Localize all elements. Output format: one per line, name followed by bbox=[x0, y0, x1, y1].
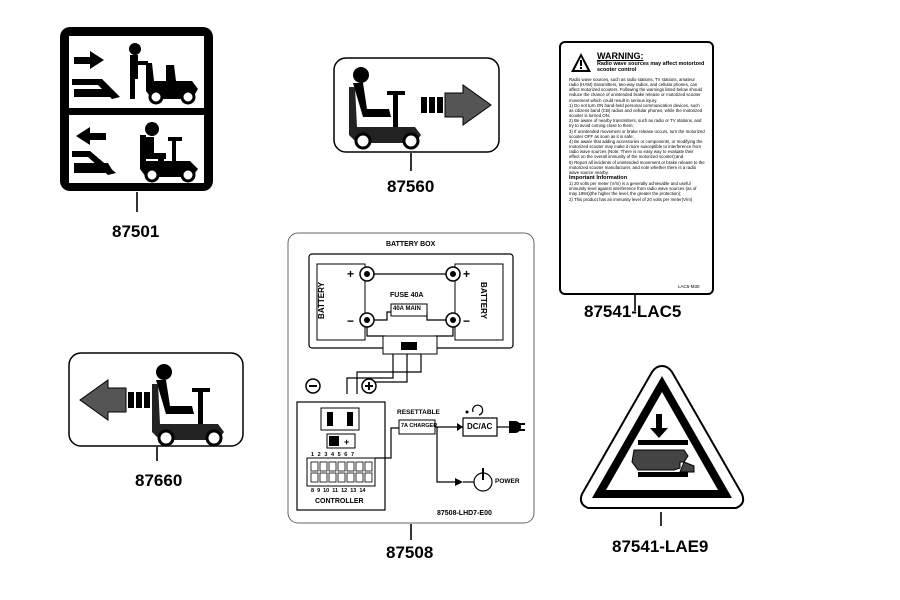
pin-number: 7 bbox=[350, 452, 354, 458]
pin-number: 3 bbox=[324, 452, 328, 458]
charger-fuse-label: 7A CHARGER bbox=[401, 423, 438, 429]
svg-text:−: − bbox=[347, 314, 354, 328]
warning-item: 5) Report all incidents of unintended mo… bbox=[569, 159, 705, 175]
resettable-label: RESETTABLE bbox=[397, 409, 440, 416]
leader-line bbox=[136, 192, 138, 212]
leader-line bbox=[634, 295, 636, 311]
seated-person-scooter-icon bbox=[152, 364, 224, 447]
fuse-box-label: 40A MAIN bbox=[393, 306, 421, 312]
seated-person-scooter-icon bbox=[140, 122, 198, 183]
fuse-title: FUSE 40A bbox=[390, 292, 424, 299]
terminal-icon bbox=[359, 312, 375, 328]
decal-87660 bbox=[68, 352, 244, 447]
warning-icon bbox=[570, 52, 592, 74]
battery-label-left: BATTERY bbox=[316, 282, 326, 319]
plug-icon bbox=[509, 421, 525, 433]
terminal-icon bbox=[445, 266, 461, 282]
lever-icon bbox=[72, 151, 116, 175]
svg-text:+: + bbox=[347, 267, 354, 281]
lever-icon bbox=[72, 79, 120, 99]
warning-item: 2) Be aware of nearby transmitters, such… bbox=[569, 118, 702, 129]
part-number-87541-lae9: 87541-LAE9 bbox=[612, 537, 709, 556]
important-heading: Important Information bbox=[569, 174, 628, 181]
decal-87508: + − + − + bbox=[287, 232, 535, 524]
decal-code: 87508-LHD7-E00 bbox=[437, 510, 492, 517]
warning-paragraph: Radio wave sources, such as radio statio… bbox=[569, 77, 702, 103]
part-number-87508: 87508 bbox=[386, 543, 434, 562]
svg-text:+: + bbox=[344, 437, 349, 447]
battery-label-right: BATTERY bbox=[478, 282, 488, 319]
part-number-87541-lac5: 87541-LAC5 bbox=[584, 302, 682, 321]
positive-terminal-icon bbox=[361, 378, 377, 394]
terminal-icon bbox=[445, 312, 461, 328]
svg-text:−: − bbox=[463, 314, 470, 328]
pin-number: 11 bbox=[332, 488, 339, 494]
warning-code: LAC5-M30 bbox=[678, 284, 700, 289]
warning-body: Radio wave sources, such as radio statio… bbox=[569, 77, 705, 202]
decal-87501 bbox=[60, 27, 213, 191]
warning-item: 3) If unintended movement or brake relea… bbox=[569, 128, 705, 139]
dcac-label: DC/AC bbox=[467, 422, 493, 431]
controller-label: CONTROLLER bbox=[315, 498, 364, 505]
warning-subheading: Radio wave sources may affect motorized … bbox=[597, 61, 705, 73]
decal-87560 bbox=[333, 57, 500, 153]
important-item: 2) This product has an immunity level of… bbox=[569, 196, 693, 202]
pin-number: 2 bbox=[317, 452, 321, 458]
part-number-87501: 87501 bbox=[112, 222, 160, 241]
terminal-icon bbox=[359, 266, 375, 282]
leader-line bbox=[156, 447, 158, 461]
decal-87541-lac5 bbox=[559, 41, 714, 295]
arrow-left-icon bbox=[79, 379, 150, 421]
pin-numbers-bottom: 8 9 10 11 12 13 14 bbox=[311, 488, 365, 494]
reset-icon bbox=[465, 404, 484, 416]
pin-number: 9 bbox=[317, 488, 321, 494]
hand-crush-icon bbox=[631, 414, 695, 477]
pin-number: 14 bbox=[359, 488, 366, 494]
leader-line bbox=[660, 512, 662, 526]
pin-number: 13 bbox=[350, 488, 357, 494]
part-number-87660: 87660 bbox=[135, 471, 183, 490]
arrow-left-icon bbox=[76, 127, 106, 145]
decal-87541-lae9 bbox=[576, 362, 748, 512]
pin-number: 12 bbox=[341, 488, 348, 494]
pin-numbers-top: 1 2 3 4 5 6 7 bbox=[311, 452, 354, 458]
person-pushing-scooter-icon bbox=[129, 43, 198, 105]
arrow-right-icon bbox=[421, 84, 492, 126]
pin-number: 5 bbox=[337, 452, 341, 458]
warning-item: 4) Be aware that adding accessories or c… bbox=[569, 138, 703, 160]
battery-box-title: BATTERY BOX bbox=[386, 241, 436, 248]
seated-person-scooter-icon bbox=[349, 67, 421, 150]
svg-text:+: + bbox=[463, 267, 470, 281]
leader-line bbox=[410, 153, 412, 171]
leader-line bbox=[410, 524, 412, 540]
pin-number: 1 bbox=[311, 452, 315, 458]
arrow-right-icon bbox=[74, 51, 104, 69]
warning-item: 1) Do not turn ON hand-held personal com… bbox=[569, 102, 703, 119]
part-number-87560: 87560 bbox=[387, 177, 435, 196]
warning-heading: WARNING: bbox=[597, 51, 644, 61]
pin-number: 10 bbox=[323, 488, 330, 494]
pin-number: 4 bbox=[330, 452, 335, 458]
power-label: POWER bbox=[495, 478, 520, 485]
pin-number: 8 bbox=[311, 488, 315, 494]
important-item: 1) 20 volts per meter (V/m) is a general… bbox=[569, 181, 697, 197]
pin-number: 6 bbox=[344, 452, 348, 458]
ground-terminal-icon bbox=[305, 378, 321, 394]
